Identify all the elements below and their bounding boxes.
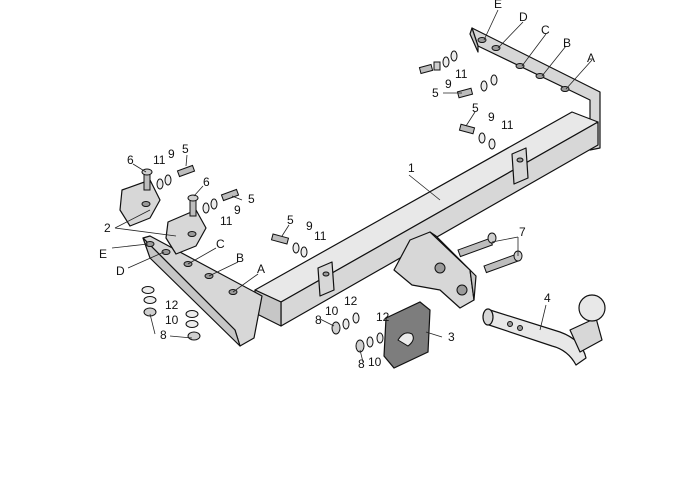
l-bracket-upper — [119, 179, 161, 227]
label-part-11-c: 11 — [314, 229, 327, 243]
label-part-10-c: 10 — [368, 355, 382, 369]
bolt-5-upper-b — [456, 74, 498, 99]
bolt-5-left-beam — [270, 233, 308, 258]
label-part-9-b: 9 — [234, 203, 241, 217]
label-part-10-b: 10 — [325, 304, 339, 318]
label-hole-c-right: C — [541, 23, 550, 37]
label-part-11-a: 11 — [153, 153, 166, 167]
label-hole-b-left: B — [236, 251, 244, 265]
part-labels: 1 2 3 4 6 11 9 5 6 5 9 11 5 9 11 11 9 5 … — [99, 0, 595, 371]
label-hole-a-left: A — [257, 262, 265, 276]
label-part-12-b: 12 — [344, 294, 358, 308]
label-part-8-c: 8 — [358, 357, 365, 371]
label-part-9-a: 9 — [168, 147, 175, 161]
bolt-5-left-mid — [202, 188, 240, 214]
label-part-9-d: 9 — [445, 77, 452, 91]
washer-9-upper — [442, 50, 458, 68]
socket-plate — [383, 301, 431, 369]
label-part-6-b: 6 — [203, 175, 210, 189]
tow-ball — [482, 294, 606, 366]
label-hole-e-left: E — [99, 247, 107, 261]
bolt-5-upper-a — [418, 61, 441, 75]
label-hole-a-right: A — [587, 51, 595, 65]
label-hole-b-right: B — [563, 36, 571, 50]
label-part-4: 4 — [544, 291, 551, 305]
l-bracket-lower — [165, 209, 207, 255]
nut-stack-center — [331, 312, 384, 353]
label-part-5-e: 5 — [472, 101, 479, 115]
label-part-11-b: 11 — [220, 214, 233, 228]
label-part-5-b: 5 — [248, 192, 255, 206]
bolt-7-pair — [457, 232, 523, 274]
label-part-5-a: 5 — [182, 142, 189, 156]
bolt-6-lower — [187, 194, 199, 217]
label-part-3: 3 — [448, 330, 455, 344]
label-part-12-a: 12 — [165, 298, 179, 312]
bolt-5-right-beam — [458, 123, 496, 150]
label-part-1: 1 — [408, 161, 415, 175]
label-hole-e-right: E — [494, 0, 502, 11]
label-part-5-d: 5 — [432, 86, 439, 100]
ball-mount-plate — [393, 231, 477, 309]
label-hole-d-left: D — [116, 264, 125, 278]
label-part-8-a: 8 — [160, 328, 167, 342]
label-part-12-c: 12 — [376, 310, 390, 324]
label-part-9-c: 9 — [306, 219, 313, 233]
label-part-11-e: 11 — [501, 118, 514, 132]
label-part-9-e: 9 — [488, 110, 495, 124]
bolt-6-upper — [141, 168, 153, 191]
bolt-5-left-upper — [156, 164, 196, 190]
label-hole-c-left: C — [216, 237, 225, 251]
label-part-6-a: 6 — [127, 153, 134, 167]
label-hole-d-right: D — [519, 10, 528, 24]
label-part-2: 2 — [104, 221, 111, 235]
label-part-5-c: 5 — [287, 213, 294, 227]
leader-lines — [111, 9, 593, 363]
nut-stack-left — [141, 286, 201, 341]
label-part-10-a: 10 — [165, 313, 179, 327]
label-part-11-d: 11 — [455, 67, 468, 81]
label-part-7: 7 — [519, 225, 526, 239]
label-part-8-b: 8 — [315, 313, 322, 327]
